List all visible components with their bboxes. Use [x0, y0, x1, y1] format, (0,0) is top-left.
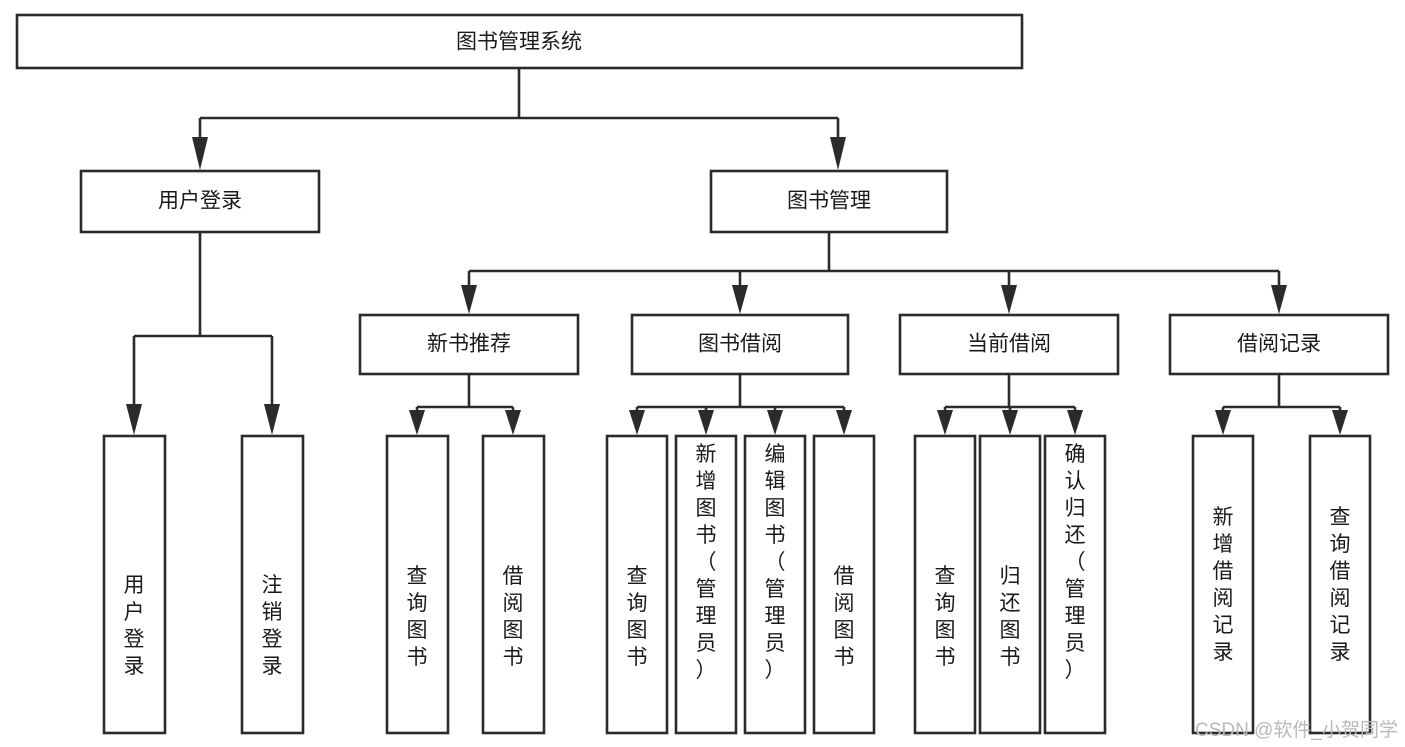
node-leaf-logout[interactable]: 注销登录 — [240, 434, 305, 735]
arrowhead-leaf-confirm-return — [1067, 410, 1083, 435]
node-leaf-user-login-box[interactable] — [102, 434, 167, 735]
csdn-watermark: CSDN @软件_小贺同学 — [1195, 719, 1398, 741]
node-leaf-logout-label: 注销登录 — [262, 574, 283, 678]
node-root-label: 图书管理系统 — [456, 31, 582, 54]
arrowhead-bookmgmt — [830, 137, 846, 170]
node-newbook-label: 新书推荐 — [427, 333, 511, 356]
arrowhead-leaf-add-record — [1215, 410, 1231, 435]
node-leaf-confirm-return[interactable]: 确认归还（管理员） — [1043, 434, 1107, 735]
node-leaf-add-record-box[interactable] — [1191, 434, 1255, 735]
arrowhead-leaf-return-book — [1002, 410, 1018, 435]
arrowhead-leaf-user-login — [126, 404, 142, 435]
node-leaf-query-book-2-label: 查询图书 — [627, 565, 648, 669]
arrowhead-newbook — [461, 285, 477, 314]
node-records-box[interactable] — [1168, 313, 1390, 376]
arrowhead-records — [1271, 285, 1287, 314]
node-root[interactable]: 图书管理系统 — [15, 13, 1024, 70]
arrowhead-leaf-borrow-book-2 — [836, 410, 852, 435]
arrowhead-leaf-query-book-2 — [629, 410, 645, 435]
node-leaf-edit-book-label: 编辑图书（管理员） — [765, 443, 786, 682]
arrowhead-leaf-query-record — [1332, 410, 1348, 435]
node-leaf-query-book-2[interactable]: 查询图书 — [605, 434, 669, 735]
node-leaf-query-book-3-label: 查询图书 — [935, 565, 956, 669]
node-leaf-confirm-return-label: 确认归还（管理员） — [1065, 443, 1086, 682]
connector-layer — [126, 68, 1348, 435]
arrowhead-borrow — [732, 285, 748, 314]
node-leaf-borrow-book-2-box[interactable] — [812, 434, 876, 735]
node-leaf-query-record-box[interactable] — [1308, 434, 1372, 735]
node-leaf-query-book-1[interactable]: 查询图书 — [385, 434, 450, 735]
arrowhead-leaf-logout — [264, 404, 280, 435]
node-bookmgmt-label: 图书管理 — [787, 190, 871, 213]
node-leaf-add-book[interactable]: 新增图书（管理员） — [674, 434, 738, 735]
arrowhead-leaf-query-book-3 — [937, 410, 953, 435]
node-root-box[interactable] — [15, 13, 1024, 70]
node-leaf-add-book-box[interactable] — [674, 434, 738, 735]
node-leaf-user-login[interactable]: 用户登录 — [102, 434, 167, 735]
node-login-box[interactable] — [79, 169, 321, 234]
node-leaf-query-record[interactable]: 查询借阅记录 — [1308, 434, 1372, 735]
arrowhead-leaf-query-book-1 — [409, 410, 425, 435]
node-leaf-borrow-book-1[interactable]: 借阅图书 — [481, 434, 546, 735]
node-leaf-confirm-return-box[interactable] — [1043, 434, 1107, 735]
arrowhead-leaf-add-book — [698, 410, 714, 435]
node-leaf-add-record-label: 新增借阅记录 — [1213, 506, 1234, 664]
node-borrow-box[interactable] — [630, 313, 850, 376]
node-login-label: 用户登录 — [158, 190, 242, 213]
arrowhead-leaf-edit-book — [767, 410, 783, 435]
node-leaf-edit-book[interactable]: 编辑图书（管理员） — [743, 434, 807, 735]
node-leaf-return-book-box[interactable] — [978, 434, 1042, 735]
node-current-label: 当前借阅 — [967, 333, 1051, 356]
node-leaf-borrow-book-2-label: 借阅图书 — [834, 565, 855, 669]
node-newbook[interactable]: 新书推荐 — [358, 313, 580, 376]
arrowhead-current — [1001, 285, 1017, 314]
node-current[interactable]: 当前借阅 — [898, 313, 1120, 376]
node-leaf-query-book-3-box[interactable] — [913, 434, 977, 735]
node-leaf-return-book[interactable]: 归还图书 — [978, 434, 1042, 735]
node-leaf-edit-book-box[interactable] — [743, 434, 807, 735]
node-leaf-add-book-label: 新增图书（管理员） — [696, 443, 717, 682]
node-bookmgmt[interactable]: 图书管理 — [709, 169, 949, 234]
node-leaf-borrow-book-1-box[interactable] — [481, 434, 546, 735]
node-leaf-query-book-2-box[interactable] — [605, 434, 669, 735]
arrowhead-leaf-borrow-book-1 — [505, 410, 521, 435]
node-leaf-borrow-book-1-label: 借阅图书 — [503, 565, 524, 669]
node-leaf-query-book-3[interactable]: 查询图书 — [913, 434, 977, 735]
node-borrow[interactable]: 图书借阅 — [630, 313, 850, 376]
node-leaf-return-book-label: 归还图书 — [1000, 565, 1021, 669]
node-current-box[interactable] — [898, 313, 1120, 376]
node-newbook-box[interactable] — [358, 313, 580, 376]
node-login[interactable]: 用户登录 — [79, 169, 321, 234]
node-leaf-query-book-1-label: 查询图书 — [407, 565, 428, 669]
node-leaf-user-login-label: 用户登录 — [124, 574, 145, 678]
node-leaf-borrow-book-2[interactable]: 借阅图书 — [812, 434, 876, 735]
node-leaf-logout-box[interactable] — [240, 434, 305, 735]
arrowhead-login — [192, 137, 208, 170]
node-leaf-add-record[interactable]: 新增借阅记录 — [1191, 434, 1255, 735]
node-records-label: 借阅记录 — [1237, 333, 1321, 356]
node-borrow-label: 图书借阅 — [698, 333, 782, 356]
node-leaf-query-book-1-box[interactable] — [385, 434, 450, 735]
node-bookmgmt-box[interactable] — [709, 169, 949, 234]
node-records[interactable]: 借阅记录 — [1168, 313, 1390, 376]
node-leaf-query-record-label: 查询借阅记录 — [1330, 506, 1351, 664]
